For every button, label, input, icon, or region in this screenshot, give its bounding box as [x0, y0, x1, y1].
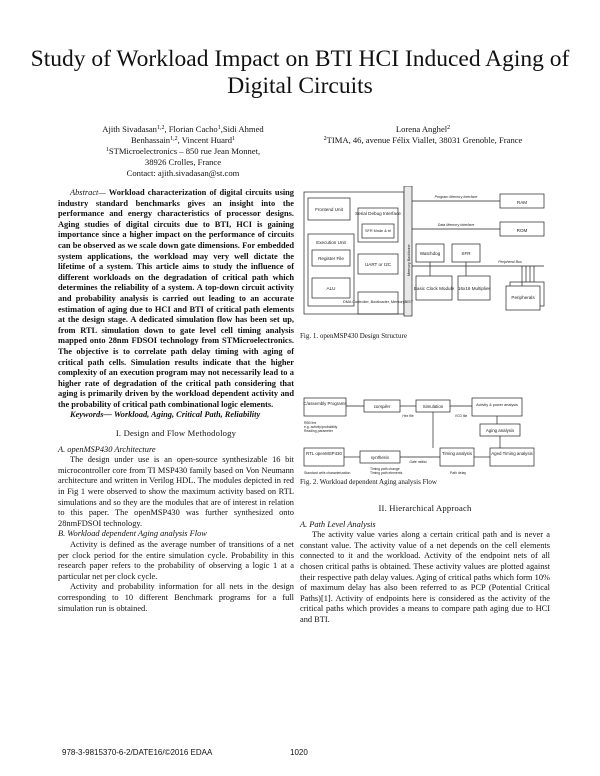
exec-label: Execution Unit — [316, 240, 346, 245]
memory-backbone — [403, 186, 413, 317]
regfile-label: Register File — [318, 256, 344, 261]
prog-bus-label: Program Memory Interface — [435, 195, 478, 199]
dma-box — [357, 291, 399, 315]
left-column: Abstract— Workload characterization of d… — [58, 188, 294, 614]
uart-label: UART or I2C — [365, 262, 392, 267]
note-3: Reading parameter — [304, 429, 334, 433]
author-line-2: Benhassain1,2, Vincent Huard1 — [130, 135, 236, 145]
aged-timing-label: Aged Timing analysis — [491, 451, 533, 456]
periph-label: Peripherals — [511, 295, 535, 300]
note-6: Path delay — [450, 471, 466, 475]
clock-label: Basic Clock Module — [414, 286, 455, 291]
note-4: Timing path change — [370, 467, 400, 471]
subsection-2a: A. Path Level Analysis — [300, 519, 376, 529]
affiliation-line-2: 38926 Crolles, France — [144, 157, 222, 167]
alu-box — [311, 277, 351, 299]
author-line-1: Ajith Sivadasan1,2, Florian Cacho1,Sidi … — [102, 124, 264, 134]
serial-box — [357, 207, 399, 243]
paragraph-1a: The design under use is an open-source s… — [58, 455, 294, 528]
affiliation-right: 2TIMA, 46, avenue Félix Viallet, 38031 G… — [323, 135, 523, 145]
hex-label: Hex file — [402, 414, 413, 418]
uart-box — [357, 253, 399, 275]
section-1-heading: I. Design and Flow Methodology — [115, 428, 237, 439]
regfile-box — [311, 249, 351, 267]
ram-label: RAM — [517, 200, 527, 205]
peripherals-box-front — [505, 285, 541, 311]
compiler-label: compiler — [374, 404, 391, 409]
paragraph-2a: The activity value varies along a certai… — [300, 530, 550, 624]
note-5: Timing path elements — [370, 471, 403, 475]
data-bus-label: Data Memory Interface — [438, 223, 475, 227]
sfr-mode-box — [361, 223, 395, 239]
sfr-mode-label: SFR Mode & trl — [365, 229, 391, 233]
periph-bus-label: Peripheral Bus — [498, 260, 522, 264]
figure-1-diagram: Frontend Unit Serial Debug Interface SFR… — [303, 186, 545, 317]
c-prog-label: C/assembly Programs — [303, 401, 347, 406]
dma-label: DMA Controller, Bootloader, MemoryBIST — [343, 300, 414, 304]
sfr-label: SFR — [461, 251, 471, 256]
activity-label: Activity & power analysis — [476, 403, 518, 407]
figure-2-caption: Fig. 2. Workload dependent Aging analysi… — [300, 478, 437, 486]
section-2-heading: II. Hierarchical Approach — [378, 503, 472, 513]
mult-box — [457, 275, 491, 301]
exec-box — [307, 233, 355, 307]
watchdog-label: Watchdog — [420, 251, 441, 256]
abstract: Abstract— Workload characterization of d… — [58, 188, 294, 409]
author-block-left: Ajith Sivadasan1,2, Florian Cacho1,Sidi … — [58, 124, 308, 179]
contact-email: Contact: ajith.sivadasan@st.com — [126, 168, 240, 178]
mult-label: 16x16 Multiplier — [458, 286, 491, 291]
note-2: e.g. activity/probability — [304, 425, 338, 429]
aging-label: Aging analysis — [486, 428, 515, 433]
vcd-label: VCD file — [455, 414, 468, 418]
serial-label: Serial Debug Interface — [355, 211, 401, 216]
rom-label: ROM — [517, 228, 528, 233]
paragraph-1b-2: Activity and probability information for… — [58, 582, 294, 613]
paper-title: Study of Workload Impact on BTI HCI Indu… — [30, 46, 570, 99]
alu-label: ALU — [327, 286, 336, 291]
author-name-right: Lorena Anghel2 — [395, 124, 451, 134]
mem-label: Memory Backbone — [407, 244, 411, 276]
page-number: 1020 — [290, 748, 308, 757]
figure-1-caption: Fig. 1. openMSP430 Design Structure — [300, 332, 407, 340]
subsection-1a: A. openMSP430 Architecture — [58, 444, 156, 454]
gatelevel-label: Gate netlist — [409, 460, 426, 464]
author-block-right: Lorena Anghel2 2TIMA, 46, avenue Félix V… — [298, 124, 548, 146]
simulation-label: Simulation — [423, 404, 444, 409]
timing-label: Timing analysis — [442, 451, 473, 456]
figure-2-diagram: C/assembly Programs compiler Hex file Si… — [303, 397, 535, 475]
footer-isbn: 978-3-9815370-6-2/DATE16/©2016 EDAA — [62, 748, 213, 757]
keywords: Keywords— Workload, Aging, Critical Path… — [70, 410, 261, 420]
affiliation-line-1: 1STMicroelectronics – 850 rue Jean Monne… — [105, 146, 261, 156]
c-prog-box — [303, 397, 347, 417]
paragraph-1b-1: Activity is defined as the average numbe… — [58, 540, 294, 581]
rtl-label: RTL openMSP430 — [306, 451, 342, 456]
right-column: II. Hierarchical Approach A. Path Level … — [300, 496, 550, 626]
clock-box — [415, 275, 453, 301]
frontend-label: Frontend Unit — [315, 207, 344, 212]
activity-box — [471, 397, 523, 417]
frontend-box — [307, 197, 351, 221]
synthesis-label: synthesis — [371, 455, 390, 460]
subsection-1b: B. Workload dependent Aging analysis Flo… — [58, 529, 207, 539]
note-1: RB0 fmt — [304, 421, 316, 425]
stdcell-label: Standard cells characterization — [304, 471, 350, 475]
